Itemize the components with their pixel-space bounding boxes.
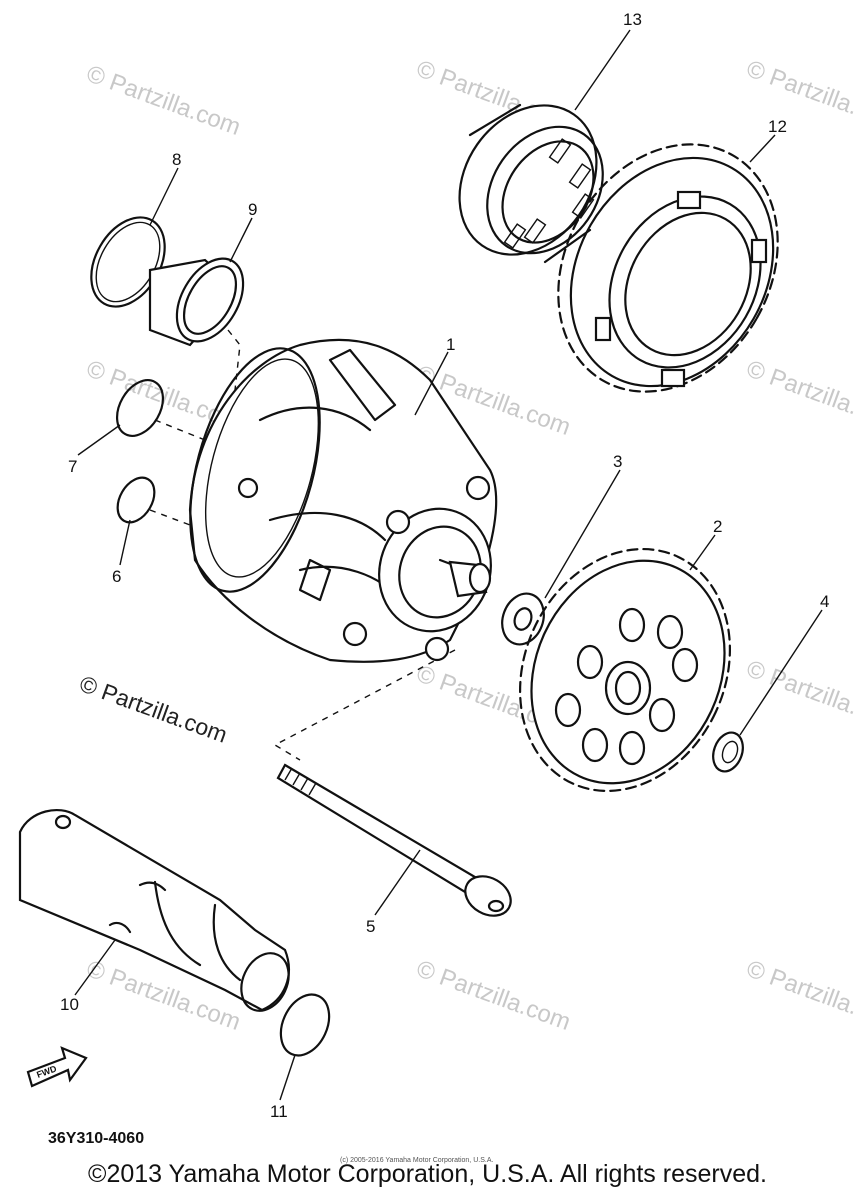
part-6-o-ring (116, 476, 156, 524)
callout-12: 12 (768, 117, 787, 136)
copyright-footer: ©2013 Yamaha Motor Corporation, U.S.A. A… (88, 1160, 767, 1188)
watermark: © Partzilla.com (83, 60, 244, 141)
watermark: © Partzilla.com (413, 955, 574, 1036)
guide-line (154, 419, 206, 441)
callout-7: 7 (68, 457, 77, 476)
callout-10: 10 (60, 995, 79, 1014)
part-2-gear (518, 547, 732, 793)
part-13-bearing (458, 103, 604, 264)
callout-2: 2 (713, 517, 722, 536)
leader-lines (74, 29, 823, 1101)
part-11-o-ring (279, 993, 331, 1057)
guide-line (149, 509, 191, 526)
part-9-collar (148, 257, 245, 347)
part-1-pump-housing (188, 338, 498, 663)
callout-11: 11 (270, 1102, 288, 1121)
callout-5: 5 (366, 917, 375, 936)
part-12-ring-gear (557, 143, 779, 393)
part-4-circlip (712, 731, 744, 773)
watermark: © Partzilla.com (743, 355, 855, 436)
watermark-main: © Partzilla.com (76, 670, 231, 747)
watermark: © Partzilla.com (743, 655, 855, 736)
callout-4: 4 (820, 592, 829, 611)
part-10-shaft (18, 808, 290, 1012)
callout-6: 6 (112, 567, 121, 586)
callout-3: 3 (613, 452, 622, 471)
watermark: © Partzilla.com (743, 55, 855, 136)
part-3-washer (501, 592, 545, 646)
part-5-bolt (276, 763, 512, 917)
callout-labels: 13 12 8 9 1 7 6 3 2 4 5 10 11 (60, 10, 829, 1121)
watermark: © Partzilla.com (743, 955, 855, 1036)
fwd-arrow-icon: FWD (26, 1046, 88, 1088)
part-7-o-ring (115, 379, 165, 437)
part-number: 36Y310-4060 (48, 1130, 144, 1147)
callout-8: 8 (172, 150, 181, 169)
callout-9: 9 (248, 200, 257, 219)
callout-13: 13 (623, 10, 642, 29)
small-credit: (c) 2005-2016 Yamaha Motor Corporation, … (340, 1157, 493, 1164)
callout-1: 1 (446, 335, 455, 354)
